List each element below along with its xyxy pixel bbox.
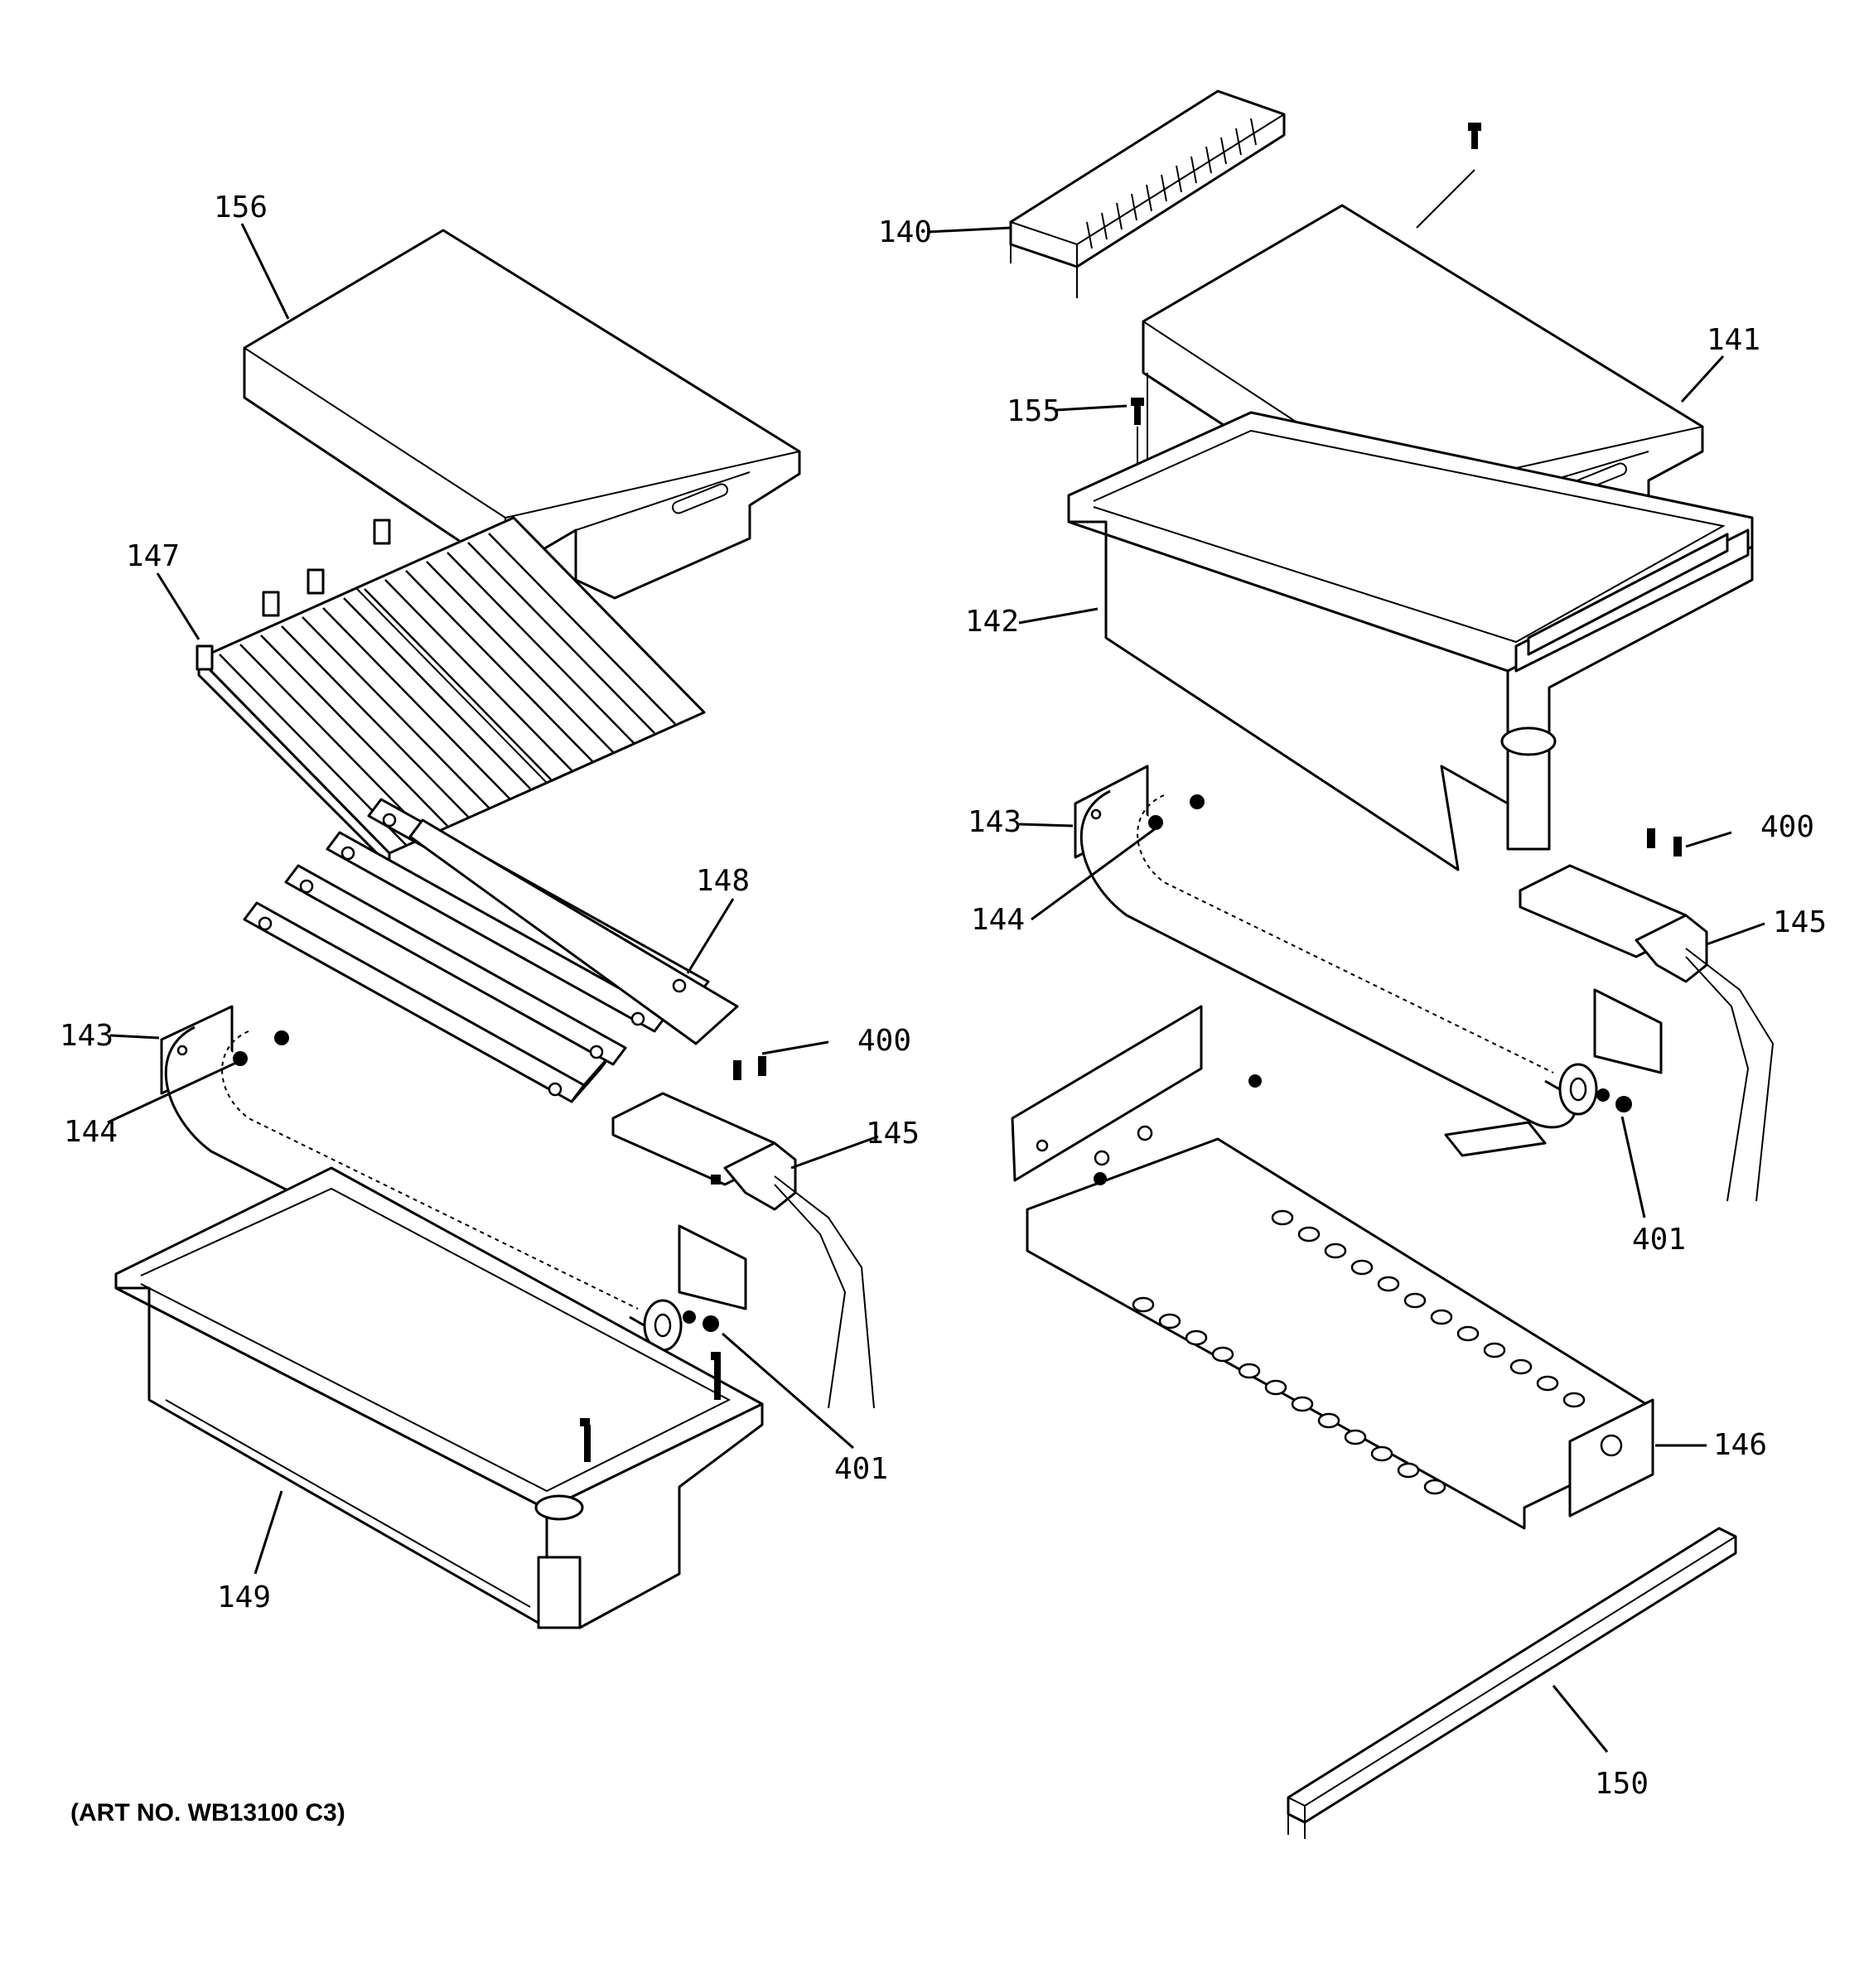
- callout-400-left: 400: [857, 1024, 911, 1058]
- callout-155: 155: [1007, 394, 1060, 428]
- callout-143-left: 143: [60, 1019, 113, 1053]
- callout-400-right: 400: [1760, 810, 1814, 844]
- callout-146: 146: [1713, 1428, 1767, 1462]
- griddle-pan-142: [1067, 411, 1754, 871]
- callout-156: 156: [214, 191, 268, 224]
- callouts: 156 147 148 143 144 400 145 401 149 140 …: [60, 191, 1827, 1801]
- callout-149: 149: [217, 1580, 271, 1614]
- callout-148: 148: [696, 864, 750, 898]
- callout-140: 140: [878, 215, 932, 249]
- callout-147: 147: [126, 539, 180, 573]
- callout-144-left: 144: [64, 1115, 118, 1149]
- callout-150: 150: [1595, 1767, 1649, 1801]
- burner-box-149: [114, 1166, 764, 1629]
- hardware-left: [683, 1310, 719, 1332]
- callout-145-left: 145: [866, 1117, 920, 1151]
- burner-right: [1074, 765, 1663, 1157]
- callout-141: 141: [1707, 323, 1760, 357]
- vent-trim-140: [1009, 89, 1286, 298]
- art-number: (ART NO. WB13100 C3): [70, 1799, 345, 1826]
- trim-strip-150: [1287, 1527, 1737, 1839]
- igniter-left: [611, 1056, 875, 1409]
- flame-tamers-148: [243, 798, 739, 1103]
- callout-401-left: 401: [834, 1452, 888, 1486]
- igniter-right: [1519, 828, 1775, 1202]
- heat-shield-146: [1011, 1005, 1654, 1530]
- callout-401-right: 401: [1632, 1223, 1686, 1257]
- callout-145-right: 145: [1773, 905, 1827, 939]
- callout-142: 142: [965, 605, 1019, 639]
- leader-lines: [107, 223, 1765, 1753]
- callout-144-right: 144: [971, 903, 1025, 937]
- callout-143-right: 143: [968, 805, 1021, 839]
- screw-top-right: [1416, 123, 1481, 229]
